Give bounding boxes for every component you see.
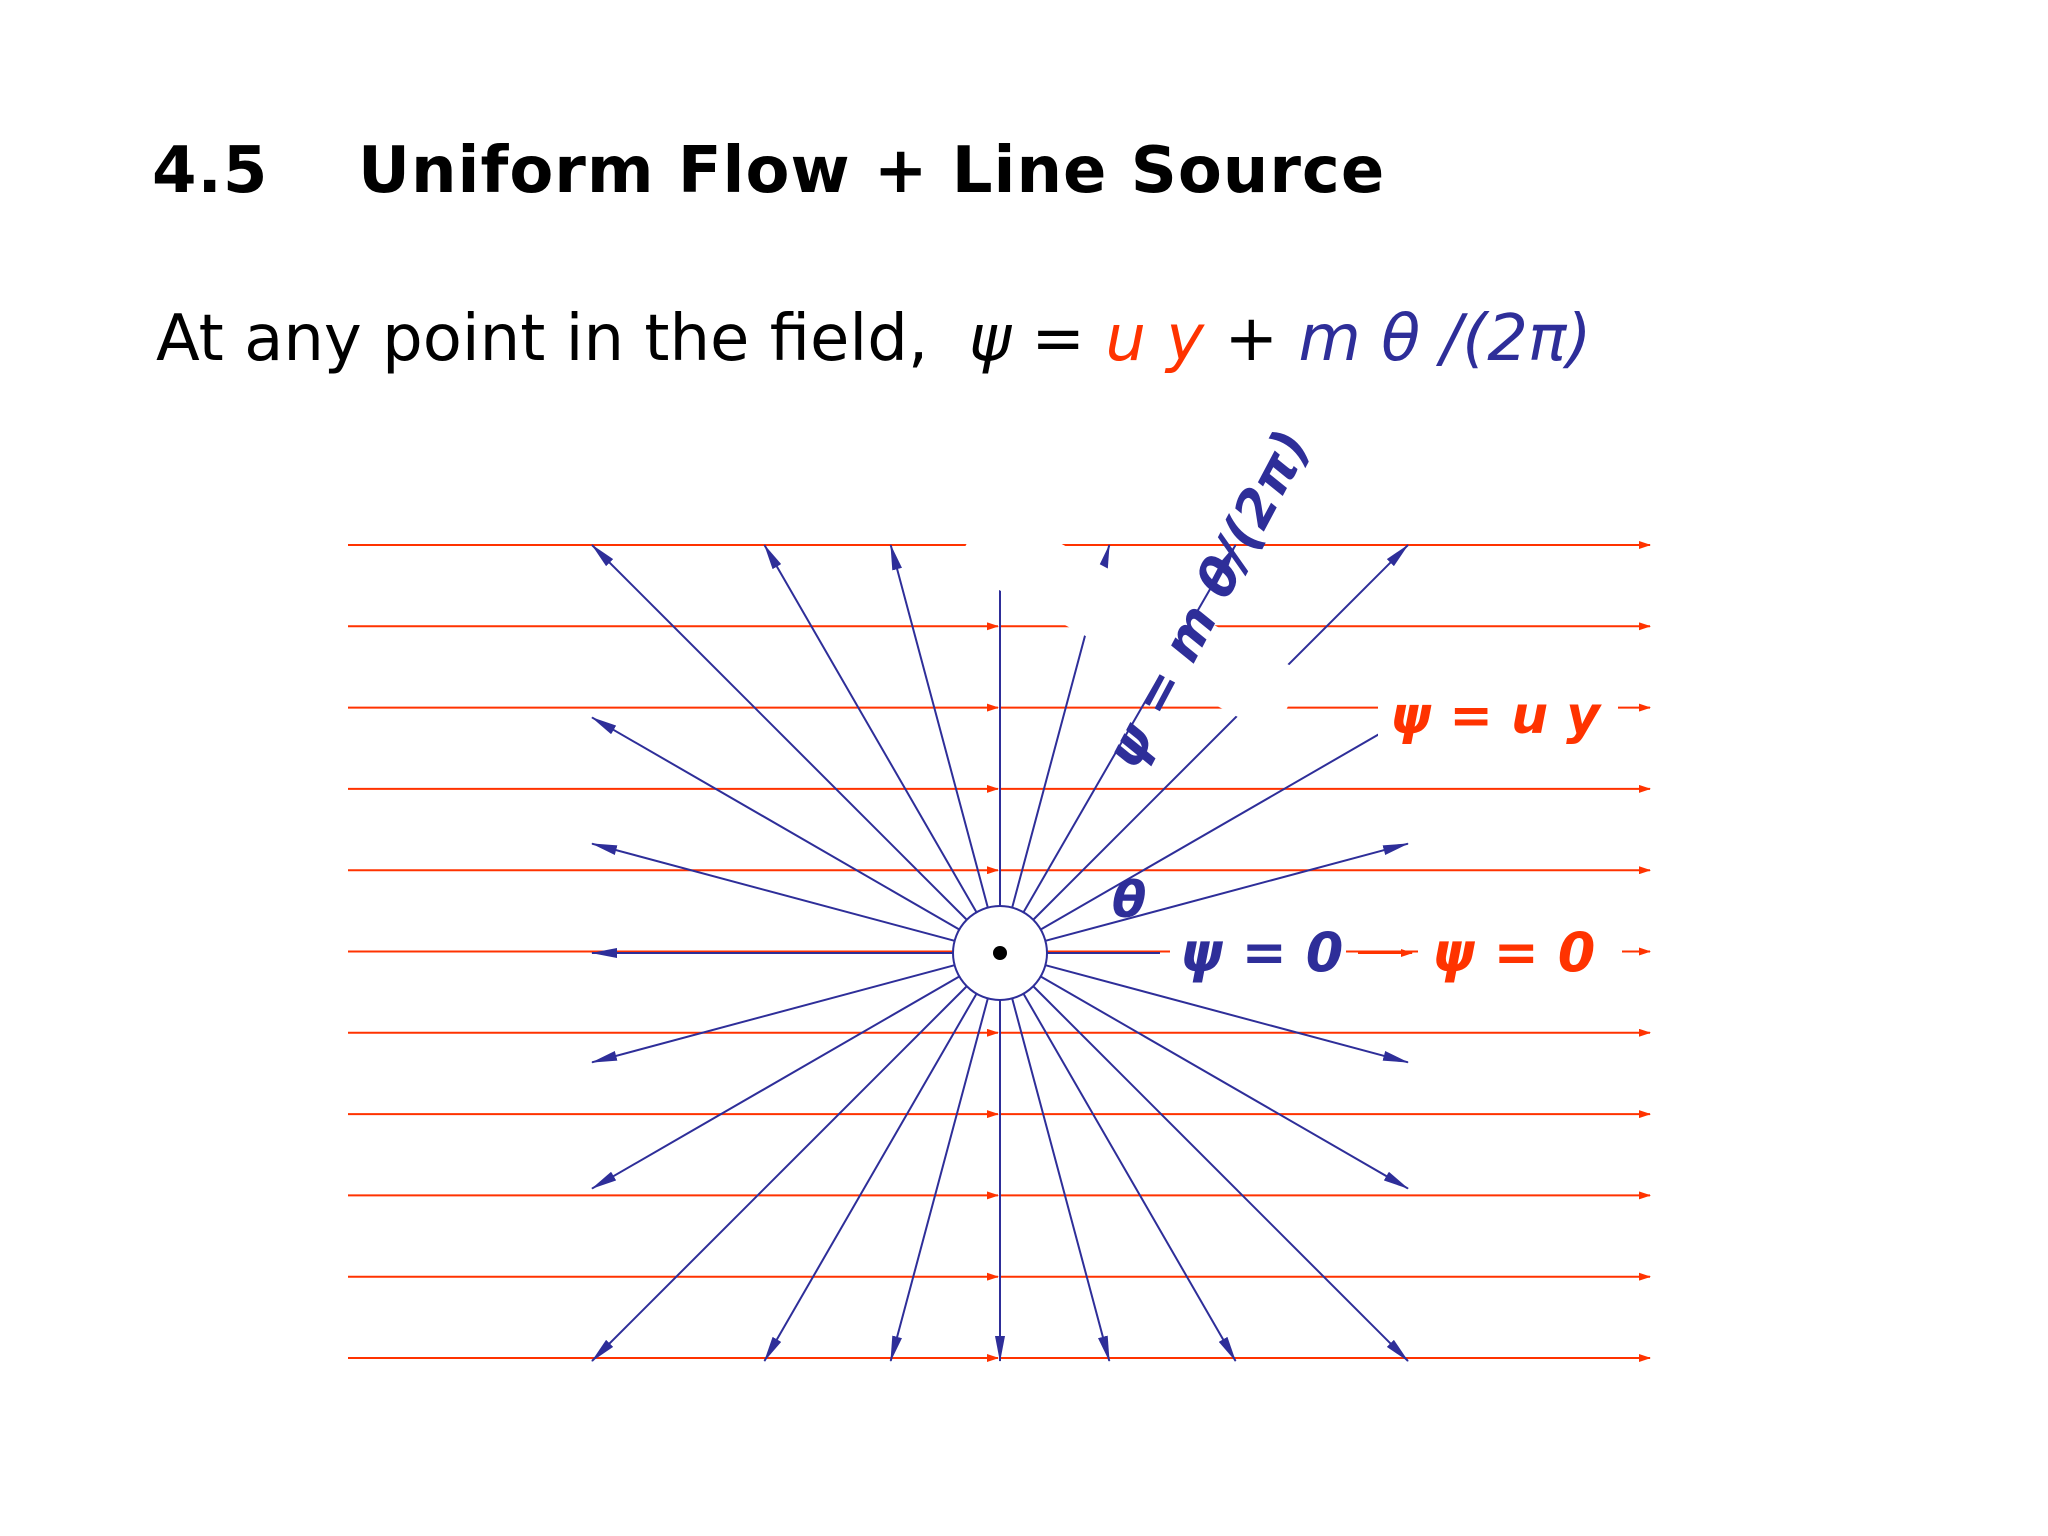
stream-function-statement: At any point in the field, ψ = u y + m θ… <box>156 302 1591 376</box>
source-ray <box>1022 544 1237 913</box>
source-ray <box>591 716 960 931</box>
uniform-term: u y <box>1105 302 1205 376</box>
source-point <box>993 946 1007 960</box>
slide-title: 4.5 Uniform Flow + Line Source <box>152 134 1385 208</box>
source-ray <box>1045 842 1409 942</box>
source-ray <box>763 993 978 1362</box>
source-ray <box>889 544 989 908</box>
label-backdrop-source-zero <box>1170 920 1346 984</box>
label-backdrop-uniform <box>1378 690 1618 752</box>
label-backdrop-source <box>954 504 1306 736</box>
uniform-streamline-label: ψ = u y <box>1390 686 1602 746</box>
source-ray <box>1011 998 1111 1362</box>
section-title: Uniform Flow + Line Source <box>358 134 1386 208</box>
source-ray <box>591 985 968 1362</box>
psi-symbol: ψ = <box>968 302 1086 376</box>
source-ray <box>591 964 955 1064</box>
plus-sign: + <box>1224 302 1279 376</box>
source-ray <box>889 998 989 1362</box>
section-number: 4.5 <box>152 134 269 208</box>
theta-label: θ <box>1112 871 1146 929</box>
source-term: m θ /(2π) <box>1298 302 1592 376</box>
source-ray <box>591 975 960 1190</box>
source-ray <box>591 544 968 921</box>
source-zero-label: ψ = 0 <box>1180 921 1343 984</box>
source-ray <box>1032 544 1409 921</box>
label-backdrop-uniform-zero <box>1418 920 1622 984</box>
statement-prefix: At any point in the field, <box>156 302 929 376</box>
source-ray <box>1040 716 1409 931</box>
source-ray <box>1045 964 1409 1064</box>
source-ray <box>1032 985 1409 1362</box>
source-ray <box>1022 993 1237 1362</box>
source-streamlines <box>591 544 1409 1362</box>
source-ray <box>591 842 955 942</box>
source-ray <box>763 544 978 913</box>
uniform-zero-label: ψ = 0 <box>1432 921 1595 984</box>
source-ray <box>1040 975 1409 1190</box>
